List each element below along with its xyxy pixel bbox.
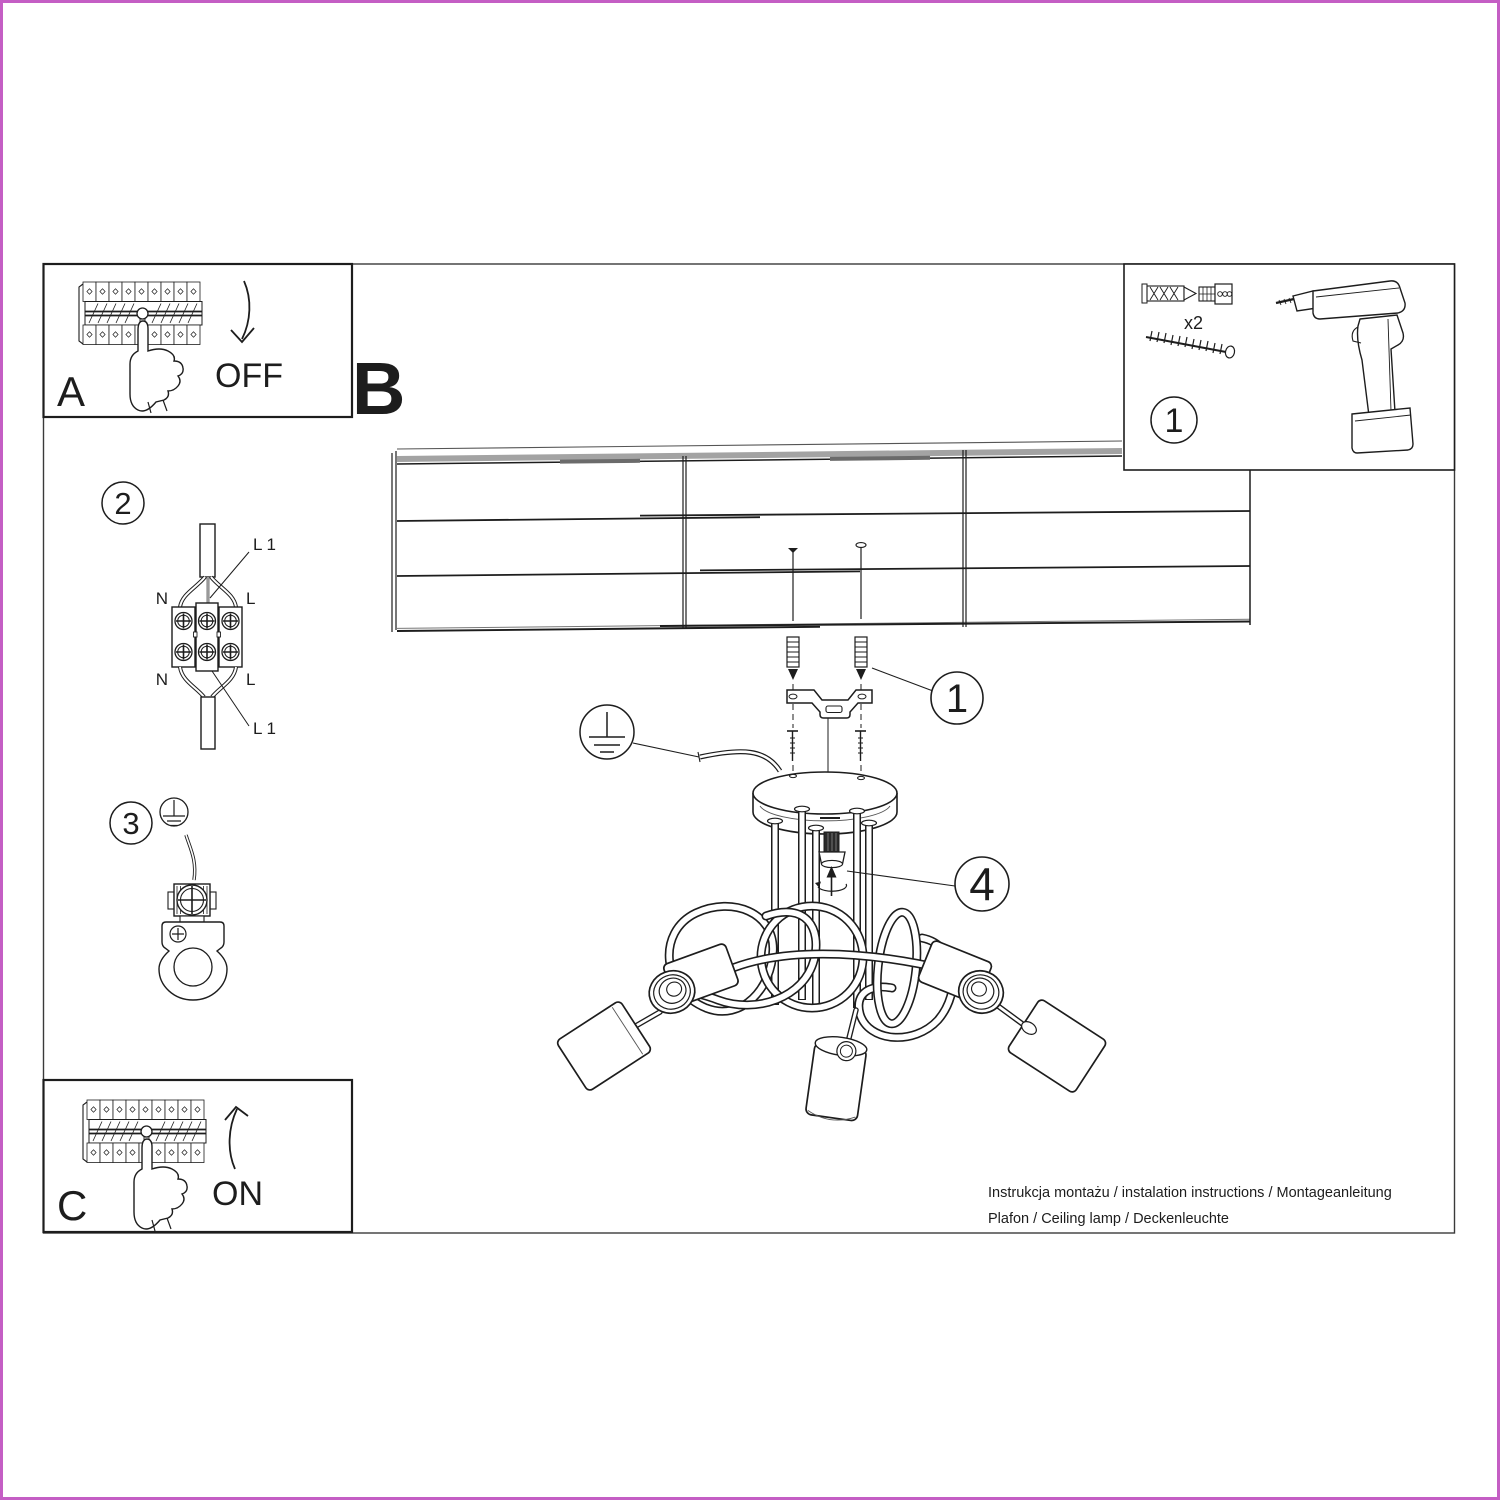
callout-4-number: 4: [969, 858, 995, 910]
anchor-count-label: x2: [1184, 313, 1203, 333]
step-1-badge: [1150, 396, 1198, 444]
ground-note: [579, 704, 700, 760]
ground-terminal: [158, 883, 228, 1001]
l1-bottom-leader: [211, 670, 250, 727]
step-3-badge: [109, 801, 153, 845]
lamp-sockets: [556, 940, 1107, 1122]
panel-a-label: A: [57, 368, 85, 415]
mounting-bracket: [786, 689, 873, 719]
ground-leader: [632, 742, 700, 758]
mounting-assembly: 1: [786, 542, 984, 830]
ground-symbol-small-icon: [159, 797, 189, 827]
supply-wire: [697, 749, 783, 773]
wall-anchor-left: [786, 636, 800, 680]
wire-n-top: N: [156, 589, 168, 608]
socket-left: [648, 943, 739, 1015]
drill-icon: [1275, 280, 1414, 454]
machine-screw-right: [855, 730, 866, 761]
wire-l-bottom: L: [246, 670, 255, 689]
callout-1-number: 1: [946, 677, 968, 721]
callout-4-badge: [954, 856, 1010, 912]
callout-1-badge: [930, 671, 984, 725]
wire-n-bottom: N: [156, 670, 168, 689]
ceiling-planks: [391, 440, 1251, 632]
on-label: ON: [212, 1175, 263, 1213]
wires-bottom: [178, 666, 238, 699]
step-2-number: 2: [114, 486, 131, 521]
socket-bottom: [805, 1036, 868, 1122]
wire-l-top: L: [246, 589, 255, 608]
footer-text: Instrukcja montażu / instalation instruc…: [988, 1185, 1392, 1227]
footer-line-1: Instrukcja montażu / instalation instruc…: [988, 1185, 1392, 1201]
socket-right: [917, 940, 1005, 1015]
end-cap-far-left: [556, 1001, 652, 1091]
step-1-tools: x2 1: [1123, 263, 1456, 471]
step-1-number: 1: [1165, 402, 1184, 440]
l1-top-leader: [209, 551, 250, 599]
step-c-power-on: ON C: [42, 1078, 354, 1234]
wall-anchor-right: [854, 636, 868, 680]
panel-c-label: C: [57, 1182, 87, 1229]
cable-bottom: [200, 696, 216, 750]
step-3-number: 3: [122, 806, 139, 841]
screw-head-right: [855, 542, 867, 548]
cable-top: [199, 523, 216, 578]
arrow-down-icon: [241, 280, 251, 340]
diagram-frame: [42, 263, 1456, 1234]
screw-icon: [1145, 330, 1236, 359]
footer-line-2: Plafon / Ceiling lamp / Deckenleuchte: [988, 1211, 1229, 1227]
wire-l1-top: L 1: [253, 535, 276, 554]
off-label: OFF: [215, 357, 283, 395]
wall-plug-icon: [1141, 283, 1233, 305]
step-2-wiring: 2 N L N L L 1: [101, 481, 276, 750]
panel-b-label: B: [352, 347, 405, 430]
wire-l1-bottom: L 1: [253, 719, 276, 738]
wires-top: [178, 575, 238, 608]
rotate-arrow: [817, 883, 848, 892]
screw-head-left: [788, 548, 798, 553]
machine-screw-left: [787, 730, 798, 761]
callout-1-leader: [871, 667, 934, 692]
end-cap-far-right: [1007, 999, 1107, 1093]
step-a-power-off: OFF A: [42, 262, 354, 419]
stud-assembly: 4: [815, 817, 1010, 912]
step-3-grounding: 3: [109, 797, 228, 1001]
step-2-badge: [101, 481, 145, 525]
callout-4-leader: [846, 870, 956, 887]
arrow-up-icon: [228, 1108, 238, 1170]
